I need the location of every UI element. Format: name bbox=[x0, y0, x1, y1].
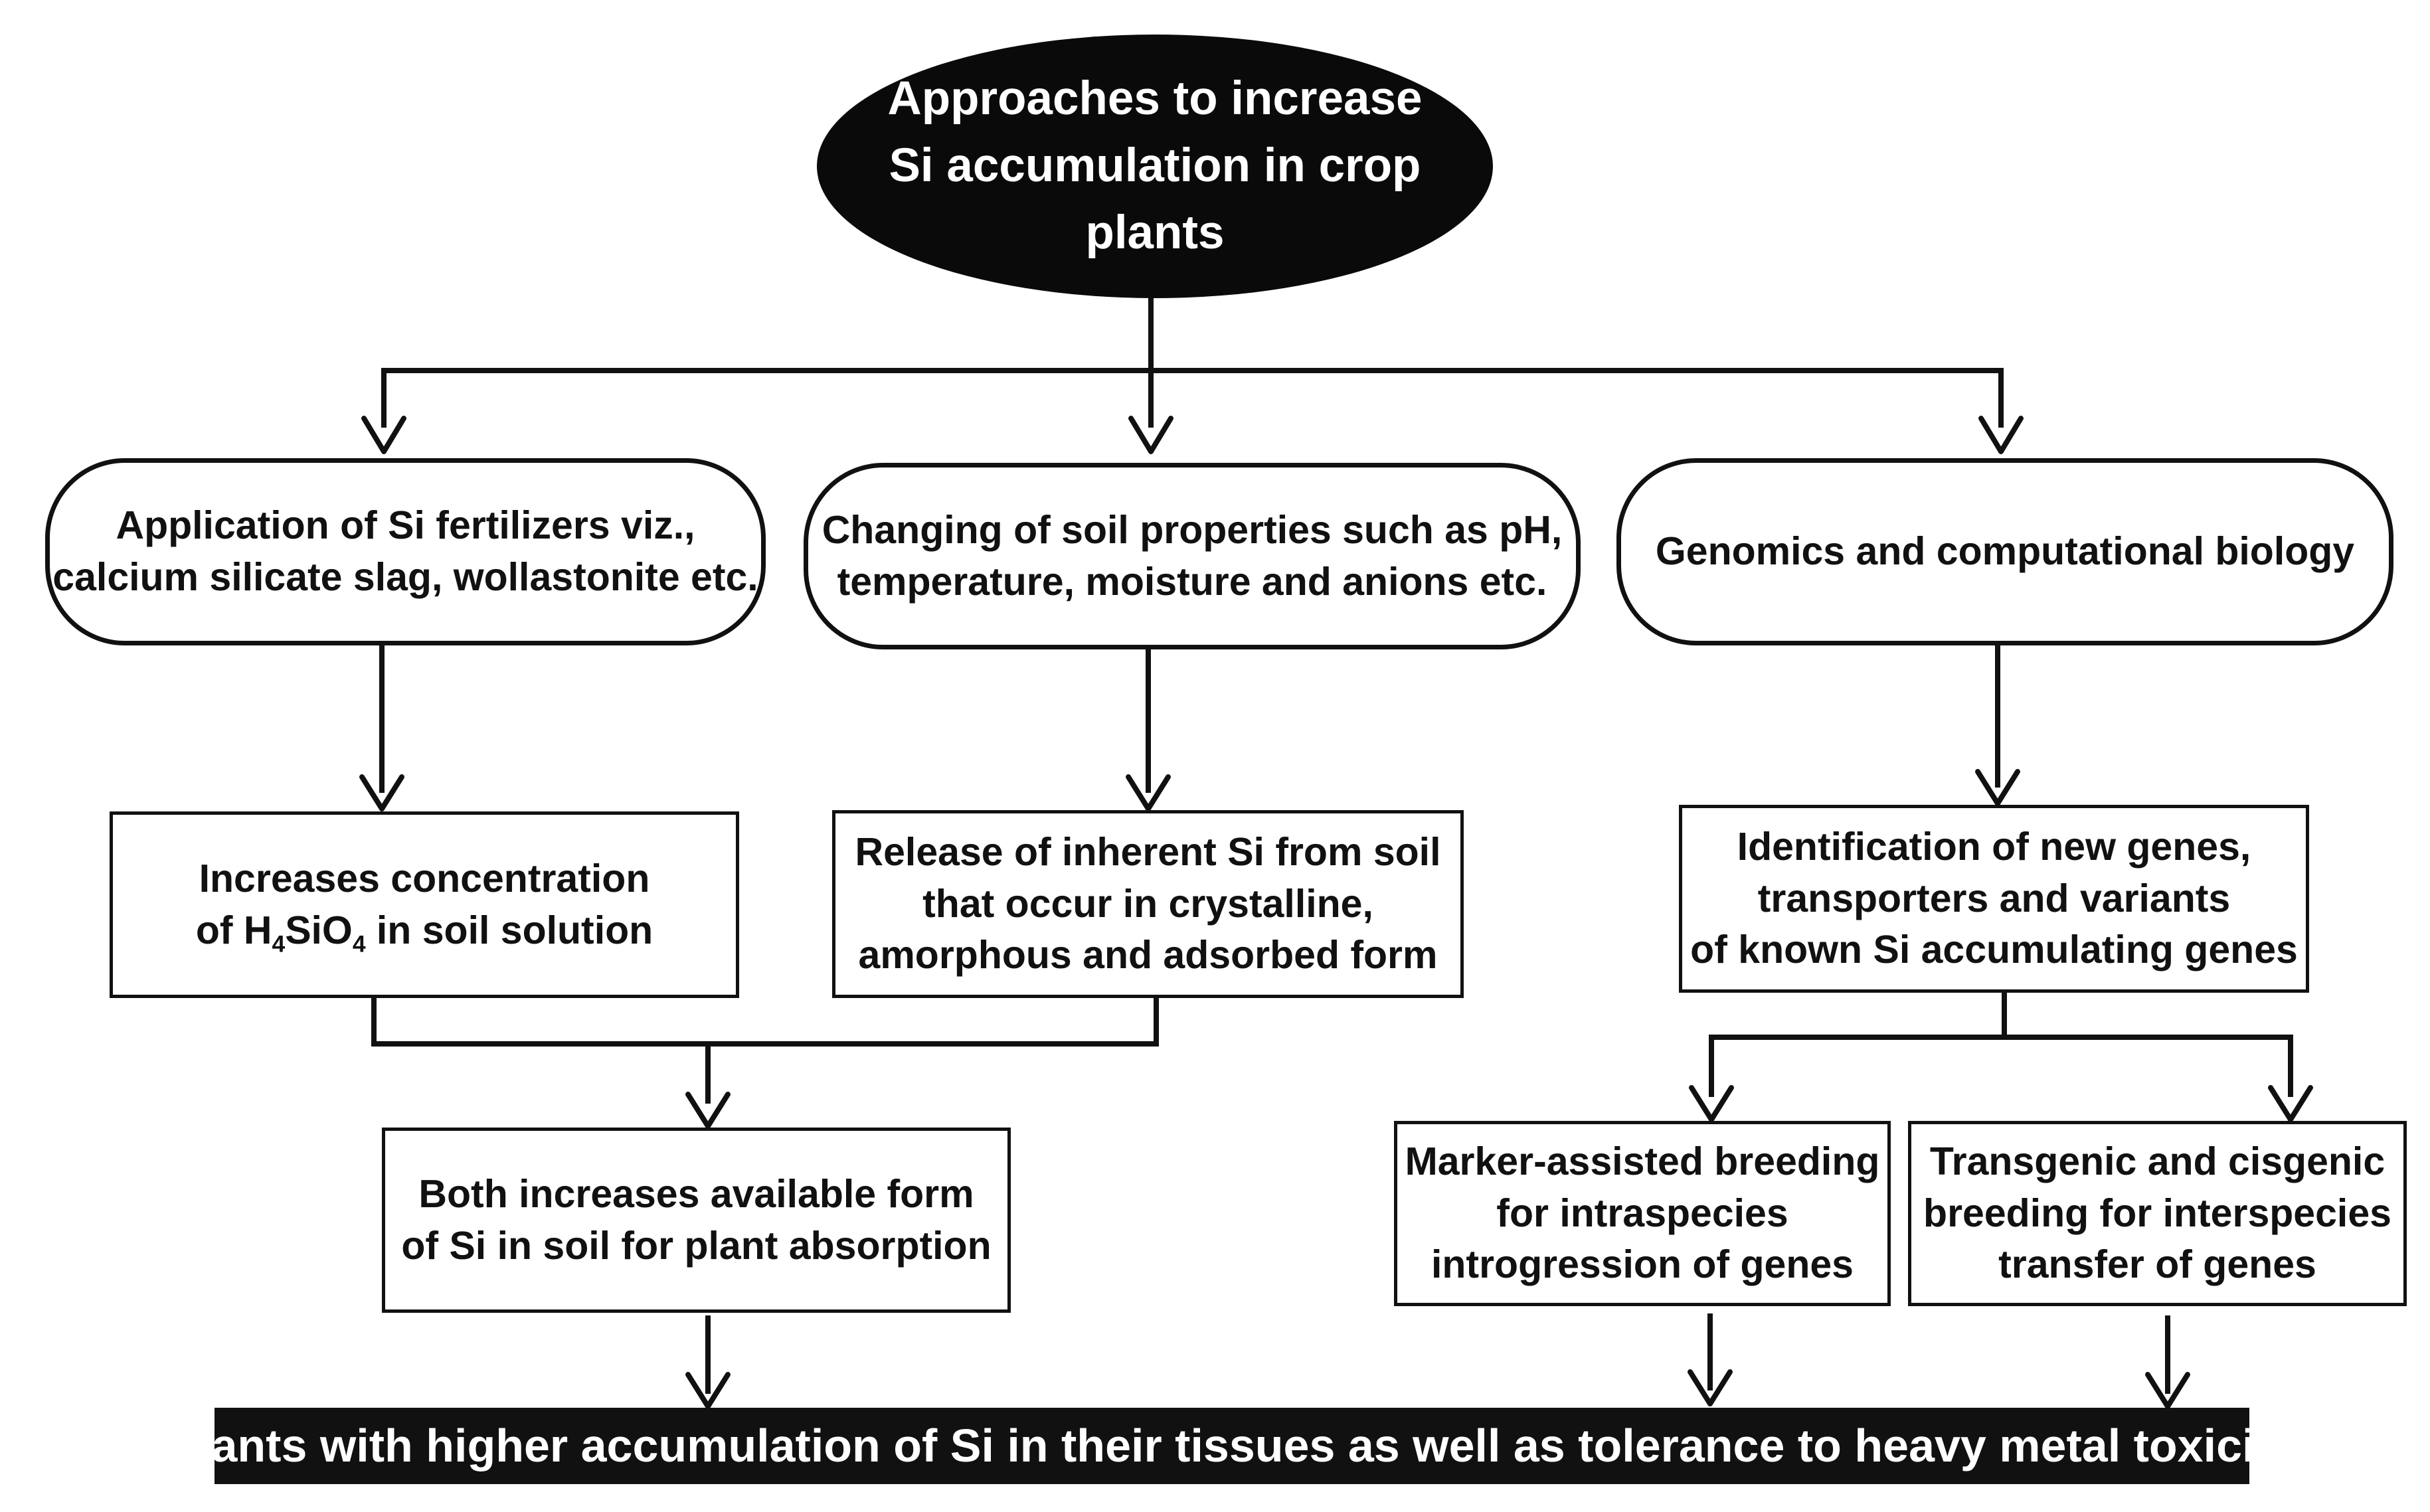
outcome-banner: Plants with higher accumulation of Si in… bbox=[167, 1408, 2297, 1484]
arrowhead-fertilizers bbox=[361, 416, 406, 454]
concentration-line-1: Increases concentration bbox=[199, 856, 650, 900]
marker-breeding-text: Marker-assisted breeding for intraspecie… bbox=[1405, 1136, 1880, 1292]
fertilizers-node: Application of Si fertilizers viz., calc… bbox=[45, 458, 766, 645]
soil-properties-line-1: Changing of soil properties such as pH, bbox=[822, 507, 1563, 552]
release-line-3: amorphous and adsorbed form bbox=[858, 933, 1438, 977]
arrowhead-outcome-left bbox=[685, 1372, 731, 1409]
soil-properties-line-2: temperature, moisture and anions etc. bbox=[837, 559, 1547, 604]
arrowhead-marker bbox=[1689, 1085, 1734, 1122]
arrowhead-concentration bbox=[359, 774, 404, 811]
release-text: Release of inherent Si from soil that oc… bbox=[855, 827, 1441, 982]
transgenic-breeding-text: Transgenic and cisgenic breeding for int… bbox=[1923, 1136, 2391, 1292]
soil-properties-text: Changing of soil properties such as pH, … bbox=[822, 505, 1563, 608]
genomics-node: Genomics and computational biology bbox=[1616, 458, 2393, 645]
concentration-suffix: in soil solution bbox=[365, 908, 653, 952]
concentration-prefix: of H bbox=[195, 908, 272, 952]
arrowhead-available bbox=[685, 1092, 731, 1129]
root-approaches-node: Approaches to increase Si accumulation i… bbox=[817, 35, 1493, 298]
identification-line-2: transporters and variants bbox=[1757, 876, 2231, 920]
identification-line-3: of known Si accumulating genes bbox=[1690, 928, 2298, 972]
arrowhead-release bbox=[1126, 774, 1171, 811]
arrowhead-identification bbox=[1975, 769, 2020, 806]
fertilizers-line-2: calcium silicate slag, wollastonite etc. bbox=[52, 555, 758, 599]
release-line-1: Release of inherent Si from soil bbox=[855, 829, 1441, 874]
arrowhead-transgenic bbox=[2268, 1085, 2313, 1122]
release-node: Release of inherent Si from soil that oc… bbox=[832, 810, 1464, 998]
arrowhead-outcome-middle bbox=[1688, 1369, 1733, 1406]
outcome-text: Plants with higher accumulation of Si in… bbox=[167, 1420, 2297, 1472]
root-line-2: Si accumulation in crop plants bbox=[889, 139, 1421, 259]
transgenic-breeding-node: Transgenic and cisgenic breeding for int… bbox=[1908, 1121, 2407, 1306]
connector-identification-split bbox=[1709, 991, 2293, 1097]
concentration-subscript-h: 4 bbox=[272, 930, 286, 957]
concentration-line-2: of H4SiO4 in soil solution bbox=[195, 908, 653, 956]
marker-breeding-line-3: introgression of genes bbox=[1431, 1242, 1854, 1287]
concentration-subscript-o: 4 bbox=[352, 930, 366, 957]
soil-properties-node: Changing of soil properties such as pH, … bbox=[804, 463, 1581, 649]
available-form-node: Both increases available form of Si in s… bbox=[382, 1128, 1011, 1313]
concentration-formula: SiO bbox=[285, 908, 353, 952]
marker-breeding-line-2: for intraspecies bbox=[1496, 1191, 1788, 1235]
available-form-line-1: Both increases available form bbox=[418, 1171, 974, 1216]
transgenic-breeding-line-1: Transgenic and cisgenic bbox=[1929, 1139, 2386, 1183]
identification-node: Identification of new genes, transporter… bbox=[1679, 805, 2309, 993]
root-title: Approaches to increase Si accumulation i… bbox=[817, 66, 1493, 266]
genomics-line-1: Genomics and computational biology bbox=[1655, 529, 2355, 574]
transgenic-breeding-line-3: transfer of genes bbox=[1998, 1242, 2316, 1287]
fertilizers-line-1: Application of Si fertilizers viz., bbox=[116, 503, 695, 548]
arrowhead-soil-properties bbox=[1128, 416, 1173, 454]
identification-line-1: Identification of new genes, bbox=[1737, 824, 2251, 869]
release-line-2: that occur in crystalline, bbox=[922, 881, 1373, 926]
marker-breeding-node: Marker-assisted breeding for intraspecie… bbox=[1394, 1121, 1891, 1306]
arrowhead-outcome-right bbox=[2145, 1372, 2190, 1409]
connector-merge-to-available bbox=[371, 997, 1159, 1104]
available-form-line-2: of Si in soil for plant absorption bbox=[401, 1223, 992, 1268]
arrowhead-genomics bbox=[1978, 416, 2024, 454]
fertilizers-text: Application of Si fertilizers viz., calc… bbox=[52, 500, 758, 604]
genomics-text: Genomics and computational biology bbox=[1656, 526, 2354, 578]
marker-breeding-line-1: Marker-assisted breeding bbox=[1405, 1139, 1880, 1183]
root-line-1: Approaches to increase bbox=[887, 72, 1423, 126]
concentration-node: Increases concentration of H4SiO4 in soi… bbox=[110, 811, 739, 998]
transgenic-breeding-line-2: breeding for interspecies bbox=[1923, 1191, 2391, 1235]
identification-text: Identification of new genes, transporter… bbox=[1690, 821, 2298, 977]
concentration-text: Increases concentration of H4SiO4 in soi… bbox=[196, 853, 653, 957]
available-form-text: Both increases available form of Si in s… bbox=[401, 1169, 991, 1272]
